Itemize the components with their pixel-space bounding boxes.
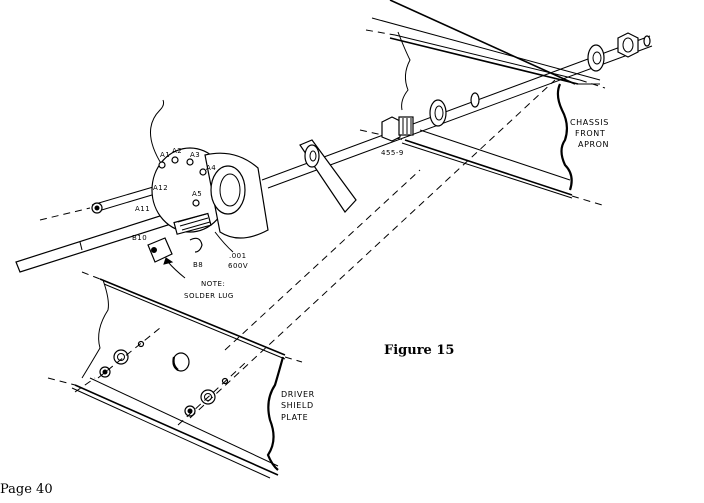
capacitor-value: .001 xyxy=(229,252,247,260)
rotary-switch xyxy=(15,99,269,279)
driver-label-line2: SHIELD xyxy=(281,401,314,410)
solder-lug xyxy=(147,237,173,263)
label-b10: B10 xyxy=(132,234,147,242)
lock-washer xyxy=(429,99,447,127)
shaft-assembly xyxy=(189,32,653,419)
terminal-labels: A1 A2 A3 A4 A5 A11 A12 B10 B8 xyxy=(132,147,216,269)
figure-caption: Figure 15 xyxy=(384,343,454,358)
driver-label-line3: PLATE xyxy=(281,413,308,422)
front-washer xyxy=(587,44,605,72)
chassis-label-line2: FRONT xyxy=(575,129,605,138)
driver-label-line1: DRIVER xyxy=(281,390,315,399)
driver-shield-plate-panel xyxy=(47,271,303,479)
bushing-455-9 xyxy=(381,116,401,142)
chassis-front-apron-panel xyxy=(359,0,606,206)
label-a2: A2 xyxy=(172,147,182,155)
label-b8: B8 xyxy=(193,261,203,269)
label-a5: A5 xyxy=(192,190,202,198)
chassis-label-line1: CHASSIS xyxy=(570,118,609,127)
capacitor-voltage: 600V xyxy=(228,262,248,270)
note-label: NOTE: xyxy=(201,280,225,288)
page-number: Page 40 xyxy=(0,482,53,497)
label-a1: A1 xyxy=(160,151,170,159)
label-a4: A4 xyxy=(206,164,216,172)
note-solder-lug: SOLDER LUG xyxy=(184,292,234,300)
label-a12: A12 xyxy=(153,184,168,192)
label-a11: A11 xyxy=(135,205,150,213)
label-a3: A3 xyxy=(190,151,200,159)
front-hex-nut xyxy=(617,32,639,58)
chassis-label-line3: APRON xyxy=(578,140,609,149)
part-number-label: 455-9 xyxy=(381,149,404,157)
